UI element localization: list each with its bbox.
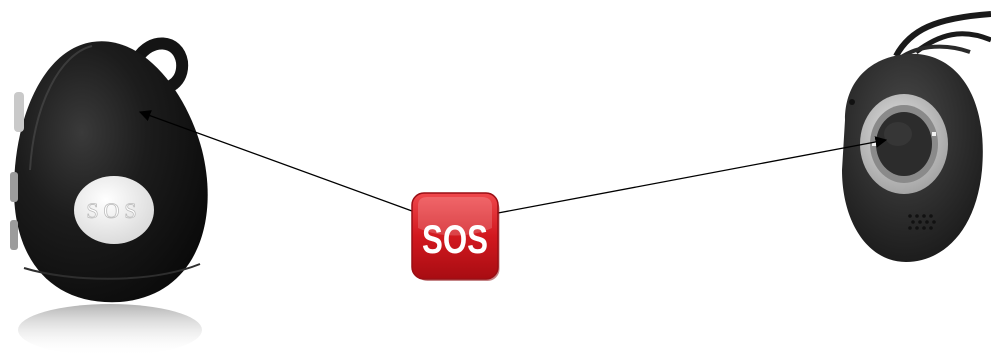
sos-badge-text: SOS [422,218,488,262]
sos-emoji-icon: SOS [411,192,500,281]
tracker-sos-text: SOS [86,198,141,223]
arrow-to-left-device [138,110,413,212]
side-button-top [14,92,24,132]
oval-pendant-alarm-icon [842,11,991,262]
device-reflection [18,304,202,356]
tracker-sos-button [74,176,154,244]
arrow-to-right-device [497,136,888,214]
speaker-grille-icon [908,214,936,230]
side-button-bottom [10,172,18,202]
pendant-cord-1 [893,11,991,58]
side-button-lower [10,220,18,250]
teardrop-gps-tracker-icon: SOS [10,37,208,356]
sos-badge [411,192,499,280]
tracker-body [14,41,208,303]
